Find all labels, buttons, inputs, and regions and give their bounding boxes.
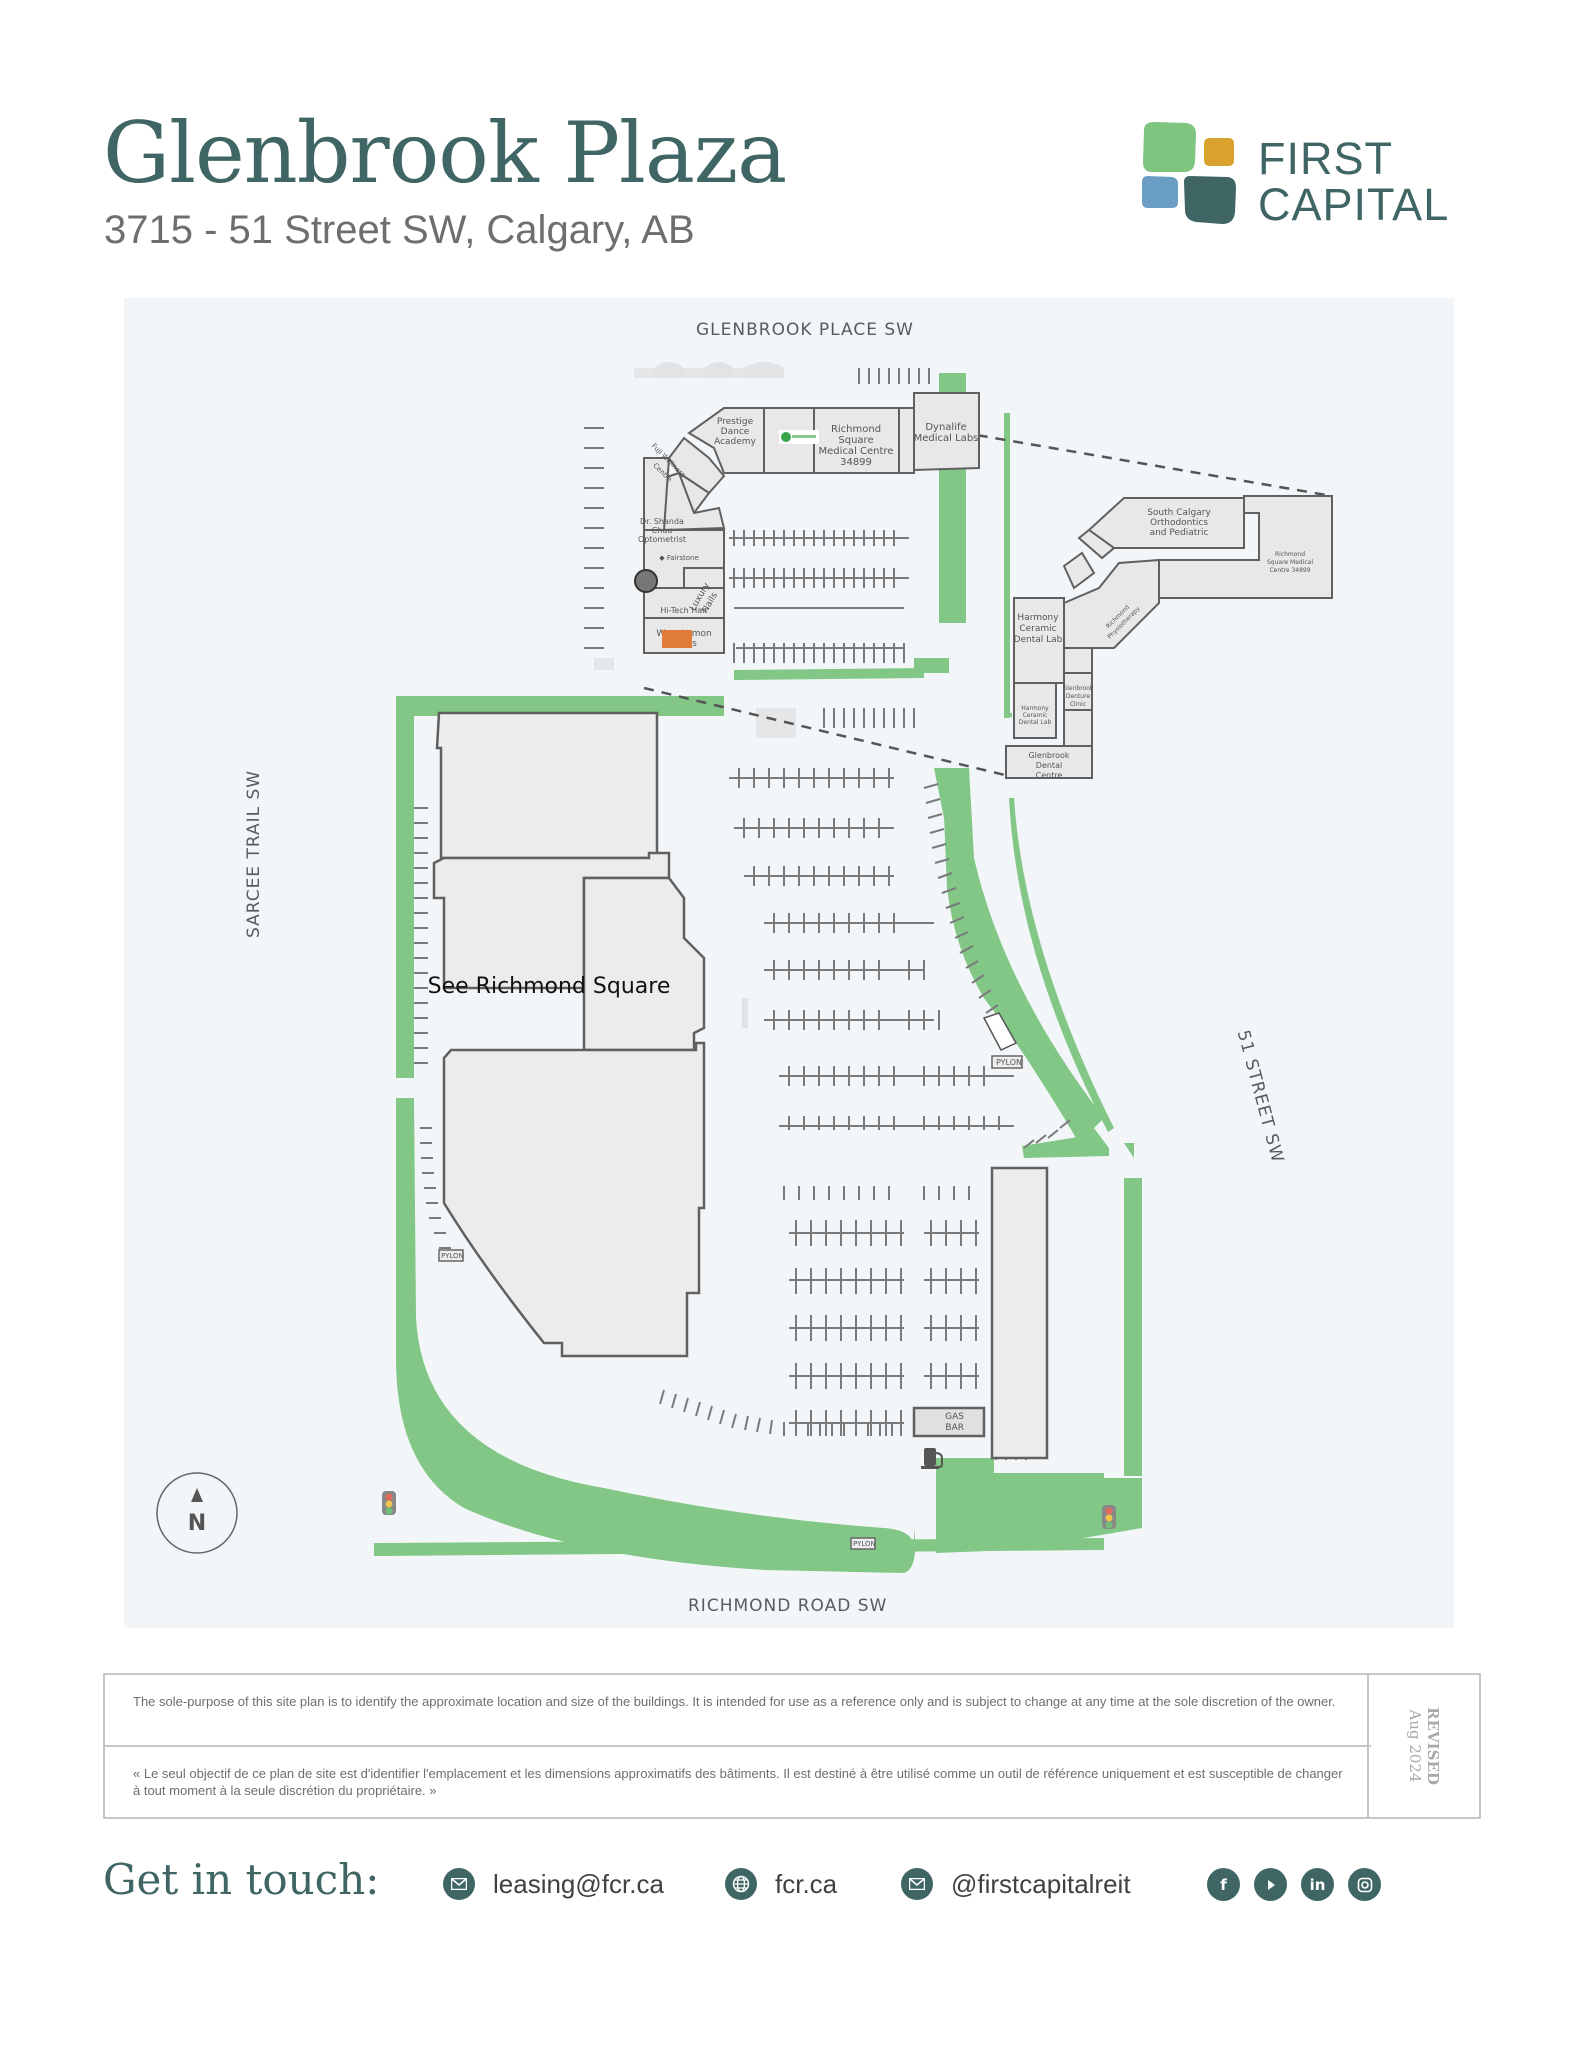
svg-text:PYLON: PYLON <box>853 1540 876 1548</box>
address: 3715 - 51 Street SW, Calgary, AB <box>104 208 695 252</box>
svg-text:GAS: GAS <box>945 1412 964 1422</box>
svg-text:Richmond: Richmond <box>831 424 881 435</box>
svg-text:Glenbrook: Glenbrook <box>1063 685 1094 692</box>
svg-text:Harmony: Harmony <box>1021 705 1049 712</box>
email-link[interactable]: leasing@fcr.ca <box>443 1868 664 1900</box>
street-label-west: SARCEE TRAIL SW <box>244 769 264 938</box>
street-label-south: RICHMOND ROAD SW <box>688 1596 888 1616</box>
facebook-icon[interactable]: f <box>1207 1868 1240 1901</box>
site-plan-drawing: GAS BAR PYLON PYLON PYLON PrestigeDanceA… <box>156 362 1333 1573</box>
svg-text:BAR: BAR <box>945 1423 964 1433</box>
gas-bar <box>912 1406 986 1438</box>
svg-text:See Richmond Square: See Richmond Square <box>428 974 671 999</box>
svg-text:Hi-Tech Hair: Hi-Tech Hair <box>660 606 708 615</box>
svg-text:Denture: Denture <box>1066 693 1091 700</box>
disclaimer-french: « Le seul objectif de ce plan de site es… <box>133 1766 1343 1798</box>
svg-text:Centre: Centre <box>1036 771 1063 780</box>
svg-text:Harmony: Harmony <box>1017 613 1059 623</box>
svg-text:Medical Labs: Medical Labs <box>914 433 979 444</box>
mail-icon <box>901 1868 933 1900</box>
north-arrow-icon: N <box>156 1472 238 1554</box>
pylon-signs: PYLON PYLON PYLON <box>438 1012 1023 1550</box>
svg-text:Ceramic: Ceramic <box>1023 712 1048 719</box>
svg-text:Prestige: Prestige <box>717 417 754 427</box>
linkedin-icon[interactable]: in <box>1301 1868 1334 1901</box>
traffic-light-icon <box>382 1491 396 1515</box>
svg-text:Dance: Dance <box>721 427 750 437</box>
svg-text:and Pediatric: and Pediatric <box>1150 528 1209 538</box>
svg-text:Square: Square <box>838 435 873 446</box>
svg-text:Richmond: Richmond <box>1275 551 1305 558</box>
traffic-light-icon <box>1102 1505 1116 1529</box>
svg-text:Dr. Shanda: Dr. Shanda <box>640 517 684 526</box>
east-pad-building <box>990 1166 1049 1460</box>
svg-text:Square Medical: Square Medical <box>1267 559 1313 566</box>
revised-stamp: REVISED Aug 2024 <box>1367 1675 1479 1817</box>
inset-building <box>1005 495 1333 779</box>
svg-text:N: N <box>188 1511 206 1536</box>
anchor-building <box>432 711 706 1358</box>
logo-mark-icon <box>1142 122 1236 224</box>
svg-text:PYLON: PYLON <box>996 1058 1022 1067</box>
svg-text:Academy: Academy <box>714 437 756 447</box>
svg-text:Medical Centre: Medical Centre <box>819 446 894 457</box>
svg-text:PYLON: PYLON <box>441 1252 464 1260</box>
gas-pump-icon <box>921 1448 943 1469</box>
social-handle-link[interactable]: @firstcapitalreit <box>901 1868 1131 1900</box>
svg-text:Dental: Dental <box>1036 761 1062 770</box>
logo-text: FIRST CAPITAL <box>1258 133 1450 230</box>
svg-text:Chau: Chau <box>652 526 673 535</box>
svg-text:Optometrist: Optometrist <box>638 535 686 544</box>
instagram-icon[interactable] <box>1348 1868 1381 1901</box>
disclaimer-english: The sole-purpose of this site plan is to… <box>105 1675 1371 1747</box>
svg-text:Orthodontics: Orthodontics <box>1150 518 1208 528</box>
svg-text:Glenbrook: Glenbrook <box>1028 751 1069 760</box>
globe-icon <box>725 1868 757 1900</box>
svg-text:◆ Fairstone: ◆ Fairstone <box>659 554 699 562</box>
svg-text:34899: 34899 <box>840 457 872 468</box>
svg-text:Clinic: Clinic <box>1070 701 1086 708</box>
first-capital-logo[interactable]: FIRST CAPITAL <box>1140 120 1460 240</box>
svg-text:South Calgary: South Calgary <box>1147 508 1211 518</box>
street-label-north: GLENBROOK PLACE SW <box>696 320 914 340</box>
contact-heading: Get in touch: <box>103 1855 380 1904</box>
disclaimer-box: The sole-purpose of this site plan is to… <box>103 1673 1481 1819</box>
svg-text:Dynalife: Dynalife <box>925 422 966 433</box>
youtube-icon[interactable] <box>1254 1868 1287 1901</box>
svg-text:Dental Lab: Dental Lab <box>1014 635 1063 645</box>
landscaping <box>374 373 1142 1573</box>
svg-text:Ceramic: Ceramic <box>1019 624 1056 634</box>
page-title: Glenbrook Plaza <box>103 104 787 202</box>
mail-icon <box>443 1868 475 1900</box>
svg-text:Centre 34899: Centre 34899 <box>1269 567 1310 574</box>
svg-text:Dental Lab: Dental Lab <box>1019 719 1052 726</box>
website-link[interactable]: fcr.ca <box>725 1868 837 1900</box>
tenant-logos <box>634 430 819 648</box>
social-links: f in <box>1207 1868 1381 1901</box>
